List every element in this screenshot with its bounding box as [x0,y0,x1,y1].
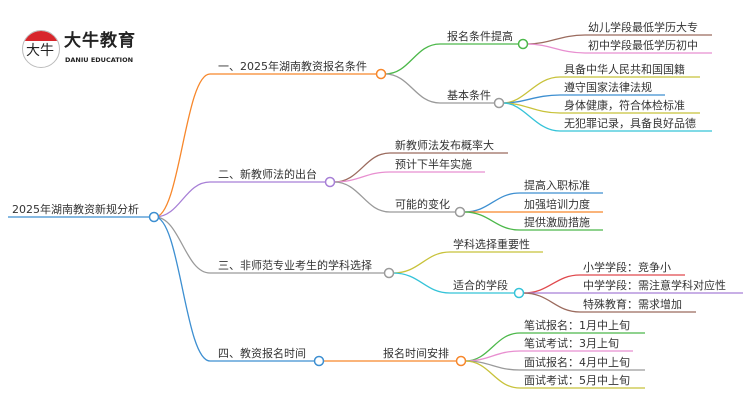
leaf[interactable]: 面试考试：5月中上旬 [524,374,630,387]
leaf[interactable]: 提供激励措施 [524,216,590,229]
leaf[interactable]: 无犯罪记录，具备良好品德 [564,117,696,130]
edge [526,34,712,45]
edge [392,251,543,274]
logo-english: DANIU EDUCATION [65,56,134,64]
node-1-1[interactable]: 报名条件提高 [447,30,513,43]
logo-mark-icon: 大牛 [22,30,60,68]
b3-node-toggle [383,267,395,279]
node-toggle [455,355,467,367]
node-toggle [493,97,505,109]
branch-4[interactable]: 四、教资报名时间 [218,347,306,360]
edge-root-b4 [154,216,315,362]
logo-mark-glyph: 大牛 [26,43,54,59]
node-toggle [513,287,525,299]
logo-name: 大牛教育 [64,31,136,51]
node-4-1[interactable]: 报名时间安排 [383,347,449,360]
edge [333,171,485,183]
edge [463,211,603,231]
root-node-toggle [148,211,160,223]
leaf[interactable]: 中学学段：需注意学科对应性 [583,279,726,292]
edge [464,350,633,362]
leaf[interactable]: 笔试考试：3月上旬 [524,337,619,350]
node-2-3[interactable]: 可能的变化 [395,198,450,211]
leaf[interactable]: 小学学段：竞争小 [583,261,671,274]
edge [526,43,712,54]
leaf[interactable]: 幼儿学段最低学历大专 [588,21,698,34]
edge [333,181,456,213]
root-node[interactable]: 2025年湖南教资新规分析 [12,203,139,216]
edge-root-b1 [154,73,377,218]
edge [464,360,645,389]
leaf[interactable]: 初中学段最低学历初中 [588,39,698,52]
leaf[interactable]: 加强培训力度 [524,198,590,211]
leaf[interactable]: 面试报名：4月中上旬 [524,356,630,369]
branch-3[interactable]: 三、非师范专业考生的学科选择 [218,259,372,272]
edge [522,292,696,313]
node-2-1[interactable]: 新教师法发布概率大 [395,139,494,152]
node-3-2[interactable]: 适合的学段 [453,279,508,292]
leaf[interactable]: 特殊教育：需求增加 [583,298,682,311]
edge [502,102,712,132]
branch-1[interactable]: 一、2025年湖南教资报名条件 [218,60,367,73]
node-3-1[interactable]: 学科选择重要性 [453,238,530,251]
edge [463,192,603,213]
leaf[interactable]: 身体健康，符合体检标准 [564,99,685,112]
edge [384,73,495,104]
edge [384,43,519,75]
edge-root-b3 [154,216,385,274]
leaf[interactable]: 具备中华人民共和国国籍 [564,63,685,76]
node-toggle [517,38,529,50]
b4-node-toggle [313,355,325,367]
leaf[interactable]: 笔试报名：1月中上旬 [524,319,630,332]
edge [392,272,515,294]
b2-node-toggle [324,176,336,188]
leaf[interactable]: 遵守国家法律法规 [564,81,652,94]
edge-root-b2 [154,181,326,218]
node-2-2[interactable]: 预计下半年实施 [395,158,472,171]
node-toggle [454,206,466,218]
node-1-2[interactable]: 基本条件 [447,89,491,102]
b1-node-toggle [375,68,387,80]
branch-2[interactable]: 二、新教师法的出台 [218,168,317,181]
leaf[interactable]: 提高入职标准 [524,179,590,192]
logo: 大牛 大牛教育 DANIU EDUCATION [22,28,142,70]
edge [502,94,665,104]
